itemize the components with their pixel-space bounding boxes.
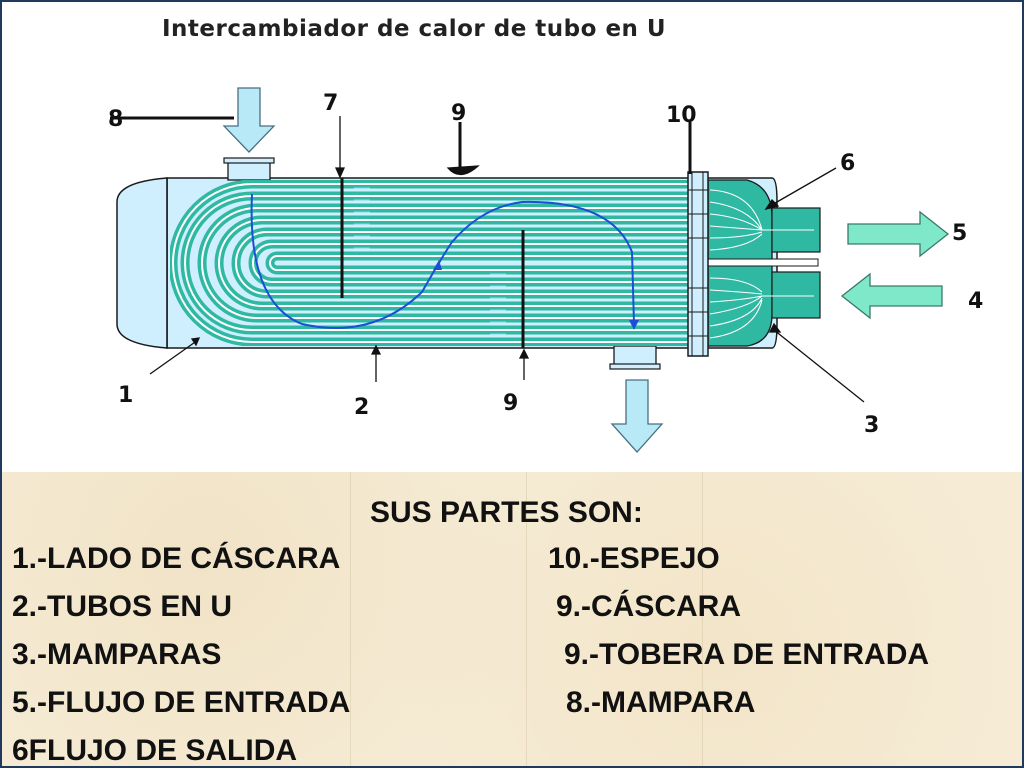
callout-9-top: 9 (451, 101, 466, 126)
parts-heading: SUS PARTES SON: (370, 496, 643, 529)
callout-2: 2 (354, 395, 369, 420)
tube-inlet-arrow (840, 272, 943, 320)
diagram-title: Intercambiador de calor de tubo en U (162, 16, 667, 42)
part-right-1: 10.-ESPEJO (548, 542, 720, 575)
callout-6: 5 (952, 221, 967, 246)
part-left-4: 5.-FLUJO DE ENTRADA (12, 686, 351, 719)
panel-texture-line (526, 472, 527, 766)
tube-flow-arrows-1 (354, 187, 370, 249)
panel-texture-line (350, 472, 351, 766)
part-right-3: 9.-TOBERA DE ENTRADA (564, 638, 930, 671)
panel-texture-line (702, 472, 703, 766)
callout-8: 7 (323, 91, 338, 116)
callout-7: 6 (840, 151, 855, 176)
part-left-3: 3.-MAMPARAS (12, 638, 222, 671)
heat-exchanger-diagram: 8 7 9 10 6 5 4 3 1 2 9 (108, 87, 983, 453)
callout-3: 9 (503, 391, 518, 416)
outlet-nozzle (613, 345, 657, 367)
channel-inlet-nozzle (771, 271, 821, 319)
parts-list-panel: SUS PARTES SON: 1.-LADO DE CÁSCARA 2.-TU… (2, 472, 1022, 767)
shell-inlet-arrow (222, 87, 276, 153)
callout-5: 4 (968, 289, 983, 314)
tube-flow-arrows-2 (490, 273, 506, 335)
part-right-2: 9.-CÁSCARA (556, 590, 742, 623)
callout-9-left: 8 (108, 107, 123, 132)
part-left-2: 2.-TUBOS EN U (12, 590, 233, 623)
tube-outlet-arrow (847, 210, 950, 258)
pass-partition (707, 258, 819, 267)
callout-10: 10 (666, 103, 697, 128)
shell-outlet-arrow (610, 379, 664, 453)
callout-1: 1 (118, 383, 133, 408)
callout-4: 3 (864, 413, 879, 438)
left-head (116, 177, 168, 349)
diagram-panel: Intercambiador de calor de tubo en U (2, 2, 1022, 472)
channel-flow-lines (709, 189, 814, 339)
part-left-1: 1.-LADO DE CÁSCARA (12, 542, 341, 575)
part-left-5: 6FLUJO DE SALIDA (12, 734, 298, 767)
part-right-4: 8.-MAMPARA (566, 686, 756, 719)
u-tube-bundle (170, 180, 688, 346)
tube-sheet (687, 171, 709, 357)
